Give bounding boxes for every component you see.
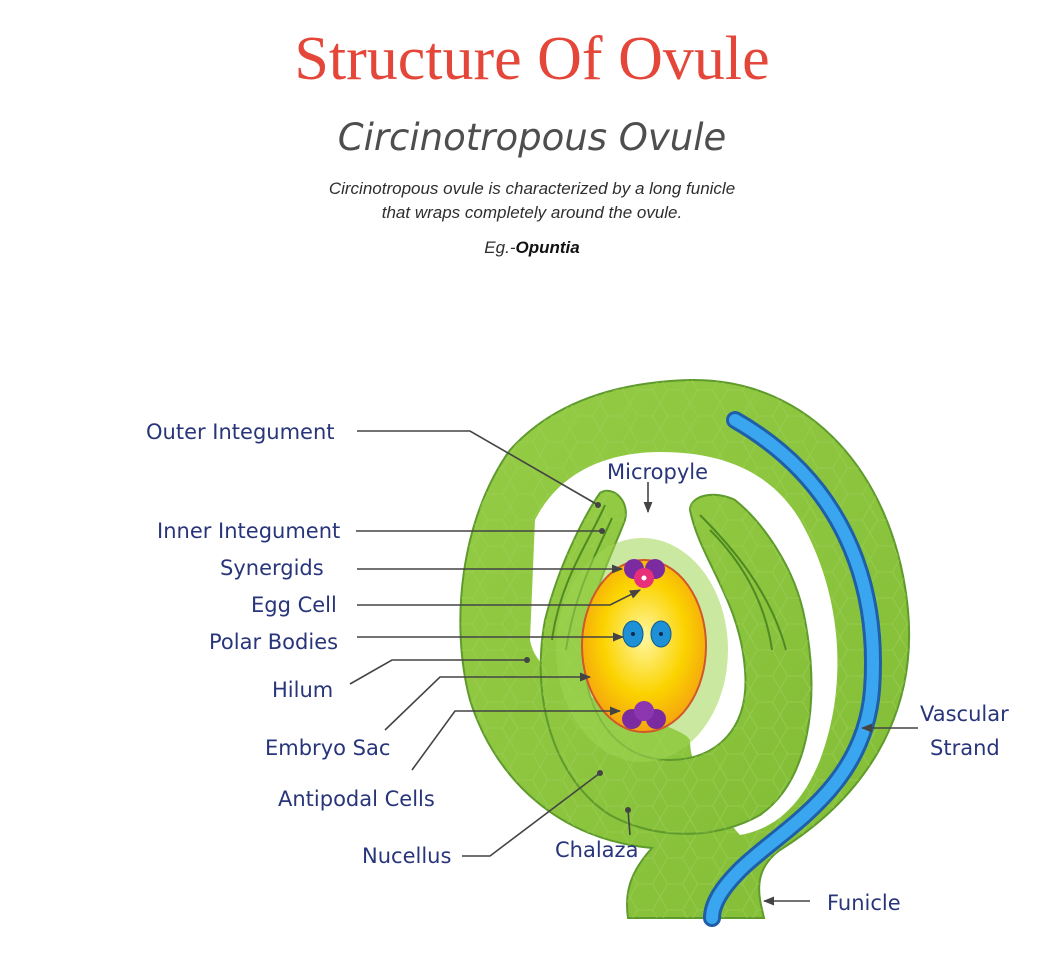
label-synergids: Synergids (220, 556, 324, 580)
label-inner-integument: Inner Integument (157, 519, 340, 543)
example-prefix: Eg.- (484, 238, 516, 257)
description-line-1: Circinotropous ovule is characterized by… (328, 179, 736, 198)
polar-bodies (622, 620, 672, 648)
example: Eg.-Opuntia (0, 238, 1064, 258)
label-outer-integument: Outer Integument (146, 420, 335, 444)
leader-chalaza (627, 809, 631, 836)
example-name: Opuntia (515, 238, 580, 257)
leader-outer-integument (357, 430, 599, 506)
antipodal-cells (622, 701, 666, 729)
leader-egg-cell (357, 589, 642, 606)
leader-nucellus (462, 772, 601, 857)
page-title: Structure Of Ovule (294, 25, 770, 93)
label-egg-cell: Egg Cell (251, 593, 337, 617)
leader-hilum (349, 659, 527, 685)
description-line-2: that wraps completely around the ovule. (381, 203, 683, 222)
synergids (624, 559, 665, 588)
label-polar-bodies: Polar Bodies (209, 630, 338, 654)
label-antipodal-cells: Antipodal Cells (278, 787, 435, 811)
label-funicle: Funicle (827, 891, 901, 915)
leader-antipodal-cells (411, 706, 622, 771)
page-subtitle: Circinotropous Ovule (337, 116, 727, 159)
label-embryo-sac: Embryo Sac (265, 736, 390, 760)
label-chalaza: Chalaza (555, 838, 638, 862)
label-hilum: Hilum (272, 678, 333, 702)
leader-embryo-sac (384, 672, 592, 731)
label-vascular-strand-2: Strand (930, 736, 1000, 760)
description: Circinotropous ovule is characterized by… (0, 177, 1064, 225)
label-nucellus: Nucellus (362, 844, 451, 868)
label-micropyle: Micropyle (607, 460, 708, 484)
label-vascular-strand-1: Vascular (920, 702, 1009, 726)
